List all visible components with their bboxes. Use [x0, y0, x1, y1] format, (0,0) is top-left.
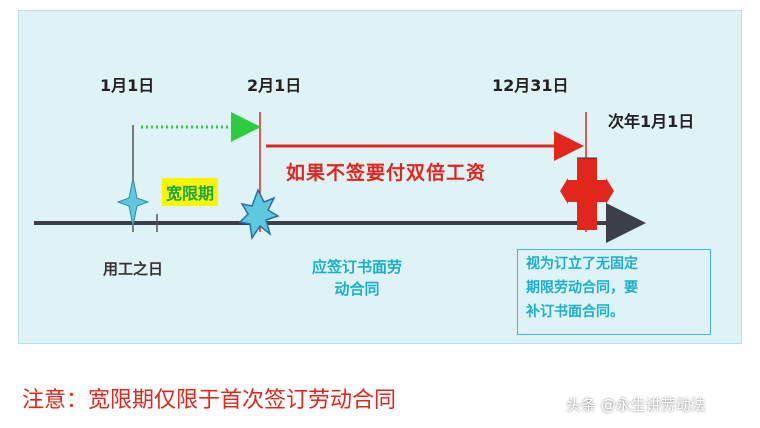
deemed-line3: 补订书面合同。 [526, 304, 624, 320]
red-cross-icon [560, 157, 614, 230]
should-sign-line1: 应签订书面劳 [312, 258, 403, 276]
date-label-dec31: 12月31日 [492, 76, 569, 95]
double-wage-label: 如果不签要付双倍工资 [286, 162, 487, 184]
date-label-next-jan1: 次年1月1日 [608, 112, 695, 131]
should-sign-label: 应签订书面劳 动合同 [312, 256, 402, 300]
start-day-label: 用工之日 [103, 260, 164, 278]
deemed-line1: 视为订立了无固定 [526, 256, 638, 272]
footer-note: 注意：宽限期仅限于首次签订劳动合同 [22, 388, 397, 413]
date-label-feb1: 2月1日 [247, 76, 302, 95]
start-sparkle-icon [116, 177, 150, 227]
deemed-contract-note: 视为订立了无固定 期限劳动合同，要 补订书面合同。 [517, 249, 711, 335]
watermark: 头条 @永生讲劳动法 [566, 396, 706, 414]
should-sign-line2: 动合同 [334, 280, 380, 298]
grace-period-label: 宽限期 [162, 178, 219, 206]
burst-icon [238, 188, 280, 241]
deemed-line2: 期限劳动合同，要 [526, 280, 638, 296]
date-label-jan1: 1月1日 [100, 76, 155, 95]
